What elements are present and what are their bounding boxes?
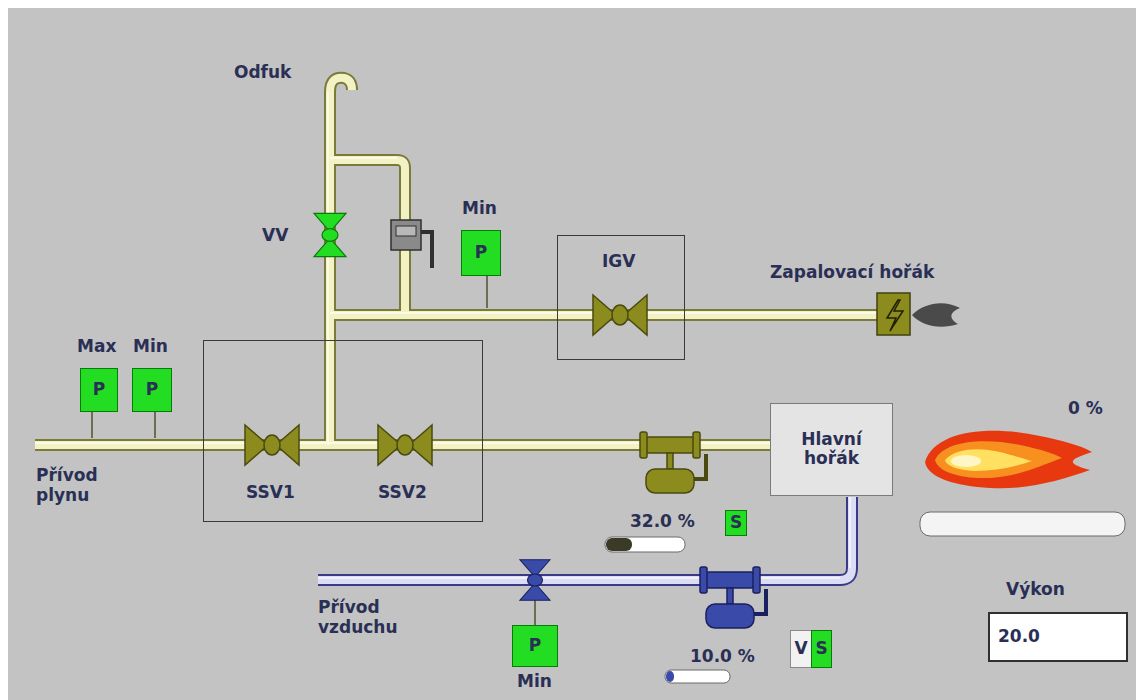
pressure-switch: PMin [512, 625, 558, 667]
node-text: SSV2 [378, 483, 427, 503]
gas-pipe [35, 78, 878, 445]
pressure-switch: MaxP [80, 368, 118, 412]
plain-label: Zapalovací hořák [770, 262, 934, 282]
node-text: Min [462, 199, 497, 219]
gas-control-valve [640, 432, 706, 493]
pipe-fill [483, 441, 770, 449]
node-text: Min [517, 672, 552, 692]
node-text: IGV [602, 252, 635, 272]
node-text: P [93, 380, 105, 400]
pipe-outline [483, 439, 770, 451]
gas-pipe [483, 443, 770, 445]
pressure-switch: MinP [132, 368, 172, 412]
setpoint-input: Výkon20.0 [988, 612, 1128, 662]
igniter [877, 293, 960, 335]
plain-label: Odfuk [234, 62, 291, 82]
status-indicator: S [811, 630, 832, 668]
node-text: Max [77, 337, 116, 357]
vent-valve [314, 213, 346, 256]
node-text: Min [133, 337, 168, 357]
node-text: S [815, 639, 827, 659]
plain-label: VV [262, 225, 288, 245]
node-text: 20.0 [998, 627, 1040, 647]
ignition-valve [593, 295, 647, 335]
plain-label: 10.0 % [690, 646, 755, 666]
pipe-highlight [483, 442, 770, 444]
sensor-leader [92, 276, 535, 625]
air-pipe [318, 497, 852, 580]
air-control-valve [700, 567, 766, 628]
node-text: P [529, 636, 541, 656]
plain-label: Přívod plynu [36, 465, 126, 506]
node-text: P [475, 243, 487, 263]
node-text: V [794, 639, 807, 659]
vent-actuator [391, 220, 432, 268]
status-indicator: V [790, 630, 812, 668]
plain-label: 32.0 % [630, 511, 695, 531]
air-damper [520, 560, 550, 601]
valve-group: IGV [557, 235, 685, 360]
plain-label: Přívod vzduchu [318, 597, 428, 638]
burner-box: Hlavní hořák [770, 403, 893, 496]
status-indicator: S [725, 510, 747, 536]
node-text: Hlavní hořák [784, 430, 880, 469]
valve-group: SSV1 SSV2 [203, 340, 483, 522]
node-text: Výkon [1006, 580, 1065, 600]
node-text: SSV1 [246, 483, 295, 503]
panel-background [8, 8, 1136, 700]
shutoff-valve [378, 425, 432, 465]
plain-label: 0 % [1068, 398, 1103, 418]
shutoff-valve [245, 425, 299, 465]
main-flame [925, 431, 1092, 489]
node-text: P [146, 380, 158, 400]
pressure-switch: MinP [461, 230, 501, 276]
node-text: S [730, 513, 742, 533]
